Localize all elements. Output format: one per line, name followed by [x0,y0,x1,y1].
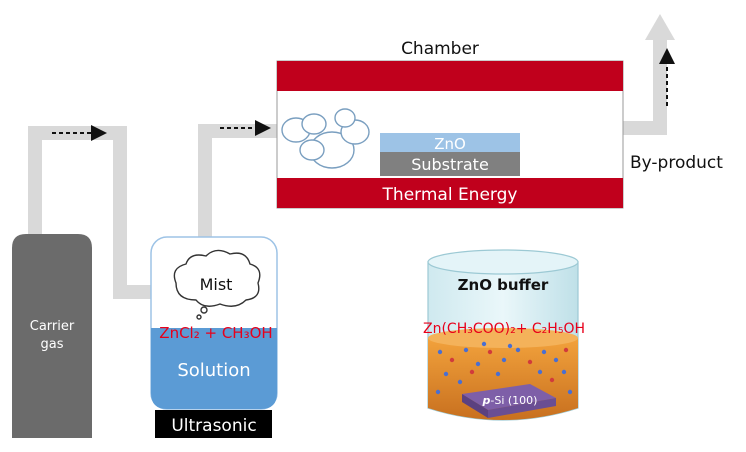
substrate-label: Substrate [411,155,489,174]
thermal-energy-band [277,178,623,208]
solution-label: Solution [177,360,250,381]
p-si-label-rest: -Si (100) [490,394,537,407]
zno-buffer-beaker: ZnO buffer Zn(CH₃COO)₂+ C₂H₅OH p-Si (100… [423,249,585,421]
beaker-rim [427,249,579,275]
zno-layer-label: ZnO [434,135,466,153]
exhaust-arrow-head [645,14,675,40]
chamber-mist-clouds [281,108,370,169]
ultrasonic-label: Ultrasonic [171,416,256,436]
carrier-gas-label-line2: gas [41,337,64,352]
chamber-top-wall [277,61,623,91]
exhaust-pipe [622,40,667,135]
carrier-gas-label-line1: Carrier [30,319,75,334]
carrier-to-solution-pipe [28,126,152,299]
chamber-label: Chamber [401,39,479,59]
p-si-label: p-Si (100) [482,394,538,407]
thermal-energy-label: Thermal Energy [382,185,518,205]
solution-liquid [151,328,277,409]
molecule-dots [435,341,573,395]
chamber: Chamber Thermal Energy ZnO Substrate [276,39,624,209]
mist-label: Mist [200,275,233,294]
solution-to-chamber-pipe [198,124,278,242]
solution-vessel: Mist ZnCl₂ + CH₃OH Solution [150,236,278,410]
flow-arrows [52,48,675,141]
gas-pipes [28,14,675,299]
p-si-wafer [462,384,556,418]
mist-cloud [173,249,261,320]
substrate-layer [380,152,520,176]
buffer-liquid-surface [428,328,578,348]
carrier-gas-cylinder: Carrier gas [12,234,92,438]
zno-layer [380,133,520,152]
ultrasonic-base [155,410,272,438]
buffer-formula: Zn(CH₃COO)₂+ C₂H₅OH [423,321,585,337]
zno-buffer-label: ZnO buffer [458,276,549,294]
solution-formula: ZnCl₂ + CH₃OH [159,324,272,342]
p-si-label-italic: p [482,394,491,407]
by-product-label: By-product [630,153,723,173]
